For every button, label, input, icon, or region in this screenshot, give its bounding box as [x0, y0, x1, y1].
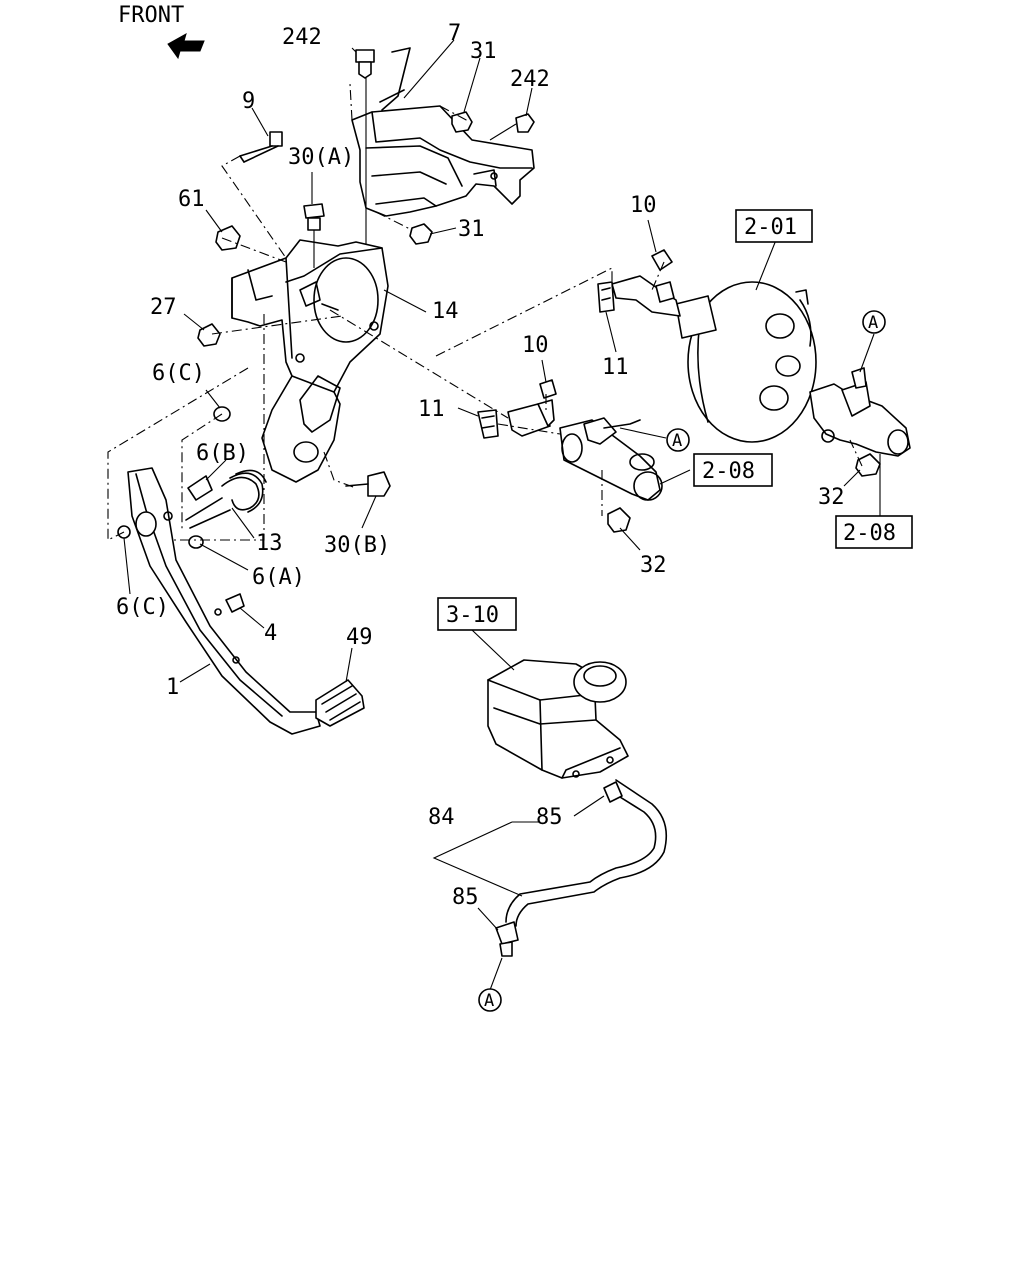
ref-label-2-01: 2-01	[744, 215, 797, 240]
ref-box-2-08-left[interactable]: 2-08	[693, 453, 773, 487]
callout-242-top: 242	[282, 25, 322, 50]
callout-27: 27	[150, 295, 177, 320]
callout-9: 9	[242, 89, 255, 114]
brake-master-cylinder	[809, 367, 911, 457]
ref-label-3-10: 3-10	[446, 603, 499, 628]
callout-61: 61	[178, 187, 205, 212]
nut-31-lower	[409, 223, 433, 245]
clip-11-left	[477, 409, 499, 439]
bolt-30b	[345, 471, 391, 497]
callout-49: 49	[346, 625, 373, 650]
ref-label-2-08-left: 2-08	[702, 459, 755, 484]
front-arrow-icon	[167, 32, 205, 60]
bolt-242-top	[355, 49, 375, 262]
callout-31-top: 31	[470, 39, 497, 64]
nut-32-right	[855, 453, 881, 477]
connector-a-lower-label: A	[484, 991, 494, 1011]
ref-box-2-01[interactable]: 2-01	[735, 209, 813, 243]
callout-85-lower: 85	[452, 885, 479, 910]
callout-7: 7	[448, 21, 461, 46]
pin-10-right	[651, 249, 673, 271]
callout-242-right: 242	[510, 67, 550, 92]
upper-bracket-7	[351, 47, 535, 217]
callout-10-right: 10	[630, 193, 657, 218]
callout-6c-bottom: 6(C)	[116, 595, 169, 620]
callout-13: 13	[256, 531, 283, 556]
ref-box-2-08-right[interactable]: 2-08	[835, 515, 913, 549]
leader-lines	[107, 83, 863, 541]
pin-10-left	[539, 379, 557, 399]
nut-31-top	[451, 111, 473, 133]
clutch-master-cylinder	[507, 399, 663, 501]
callout-10-left: 10	[522, 333, 549, 358]
callout-11-left: 11	[418, 397, 445, 422]
callout-6b: 6(B)	[196, 441, 249, 466]
connector-a-lower: A	[478, 988, 502, 1012]
callout-84: 84	[428, 805, 455, 830]
callout-11-right: 11	[602, 355, 629, 380]
nut-32-left	[607, 507, 631, 533]
connector-a-middle: A	[666, 428, 690, 452]
pedal-bracket-14	[231, 239, 389, 483]
callout-6a: 6(A)	[252, 565, 305, 590]
callout-4: 4	[264, 621, 277, 646]
callout-30a: 30(A)	[288, 145, 354, 170]
fluid-reservoir	[487, 659, 629, 779]
callout-6c-top: 6(C)	[152, 361, 205, 386]
reservoir-hose-84	[495, 779, 668, 957]
brake-booster	[611, 275, 817, 443]
callout-1: 1	[166, 675, 179, 700]
ref-box-3-10[interactable]: 3-10	[437, 597, 517, 631]
callout-32-left: 32	[640, 553, 667, 578]
clip-4	[225, 593, 245, 613]
pedal-pad-49	[315, 679, 365, 727]
callout-labels: 242 7 31 242 9 30(A) 61 31 14 27 6(C) 6(…	[116, 21, 845, 910]
callout-14: 14	[432, 299, 459, 324]
bolt-30a	[303, 203, 325, 268]
connector-a-upper-label: A	[868, 313, 878, 333]
callout-30b: 30(B)	[324, 533, 390, 558]
callout-32-right: 32	[818, 485, 845, 510]
connector-a-middle-label: A	[672, 431, 682, 451]
bushing-6b	[187, 475, 213, 501]
bolt-242-right	[489, 113, 535, 141]
callout-85-upper: 85	[536, 805, 563, 830]
callout-31-lower: 31	[458, 217, 485, 242]
clip-11-right	[597, 281, 615, 313]
connector-a-upper: A	[862, 310, 886, 334]
bolt-9	[239, 131, 283, 163]
callout-leaders	[123, 39, 881, 991]
bushing-6a	[188, 535, 204, 549]
front-label: FRONT	[118, 3, 184, 28]
ref-label-2-08-right: 2-08	[843, 521, 896, 546]
